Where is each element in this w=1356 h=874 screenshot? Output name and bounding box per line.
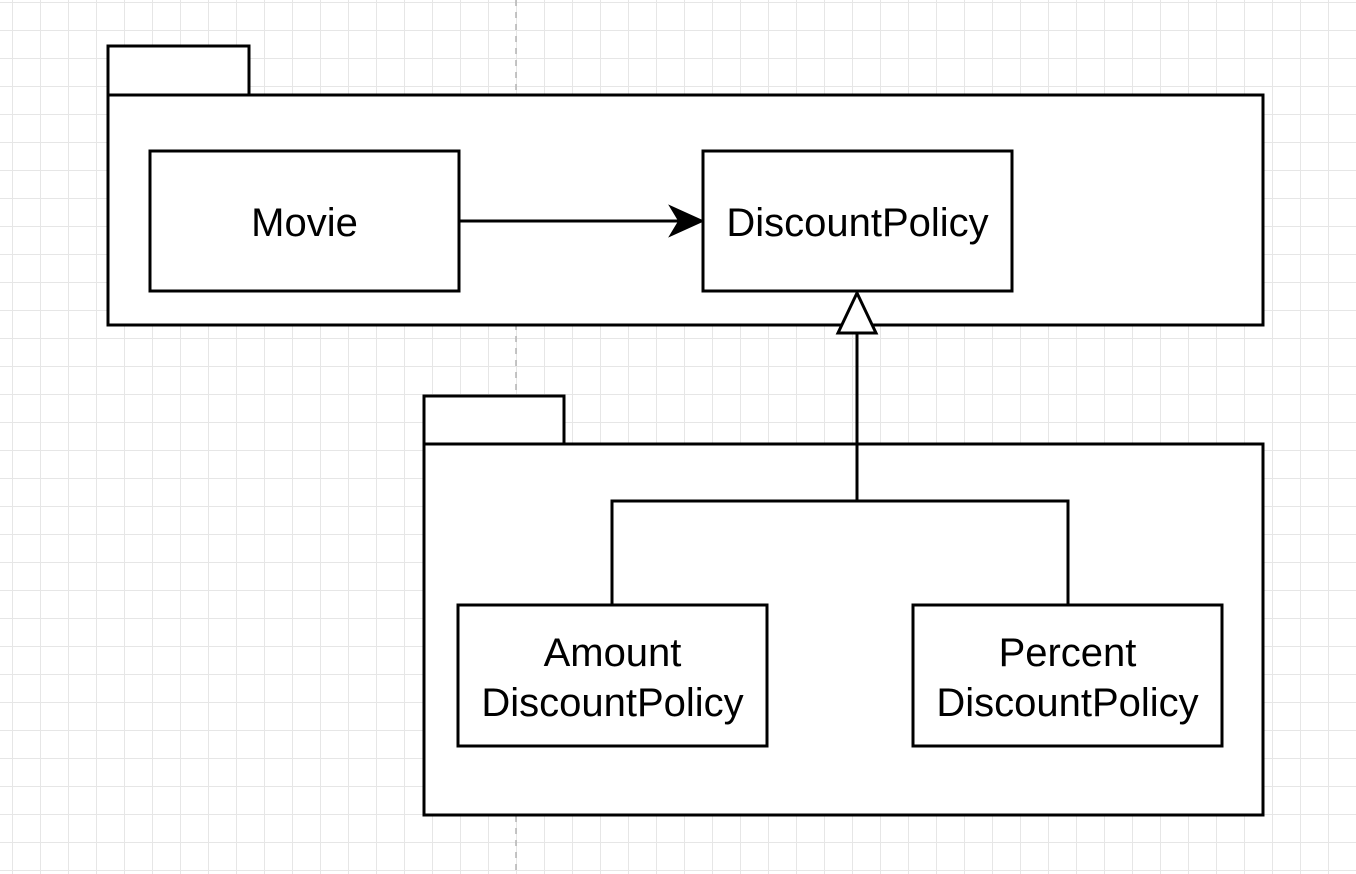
generalization-connector[interactable] — [610, 289, 1070, 605]
class-movie[interactable]: Movie — [148, 149, 461, 293]
class-percent-discount-policy-label-line2: DiscountPolicy — [936, 681, 1198, 725]
class-percent-discount-policy-label-line1: Percent — [999, 631, 1137, 675]
class-discount-policy-box — [701, 149, 1014, 293]
class-movie-box — [148, 149, 461, 293]
class-movie-label: Movie — [251, 201, 358, 245]
generalization-arrowhead — [835, 289, 879, 335]
class-discount-policy[interactable]: DiscountPolicy — [701, 149, 1014, 293]
upper-package-tab — [106, 44, 251, 97]
lower-package-tab — [422, 394, 566, 446]
class-percent-discount-policy-box — [911, 603, 1224, 748]
class-amount-discount-policy-box — [456, 603, 769, 748]
class-percent-discount-policy[interactable]: Percent DiscountPolicy — [911, 603, 1224, 748]
class-discount-policy-label: DiscountPolicy — [726, 201, 988, 245]
class-amount-discount-policy-label-line1: Amount — [544, 631, 682, 675]
dependency-arrowhead — [668, 204, 705, 238]
class-amount-discount-policy[interactable]: Amount DiscountPolicy — [456, 603, 769, 748]
generalization-branch-line — [610, 499, 1070, 605]
class-amount-discount-policy-label-line2: DiscountPolicy — [481, 681, 743, 725]
dependency-arrow[interactable] — [459, 204, 705, 238]
